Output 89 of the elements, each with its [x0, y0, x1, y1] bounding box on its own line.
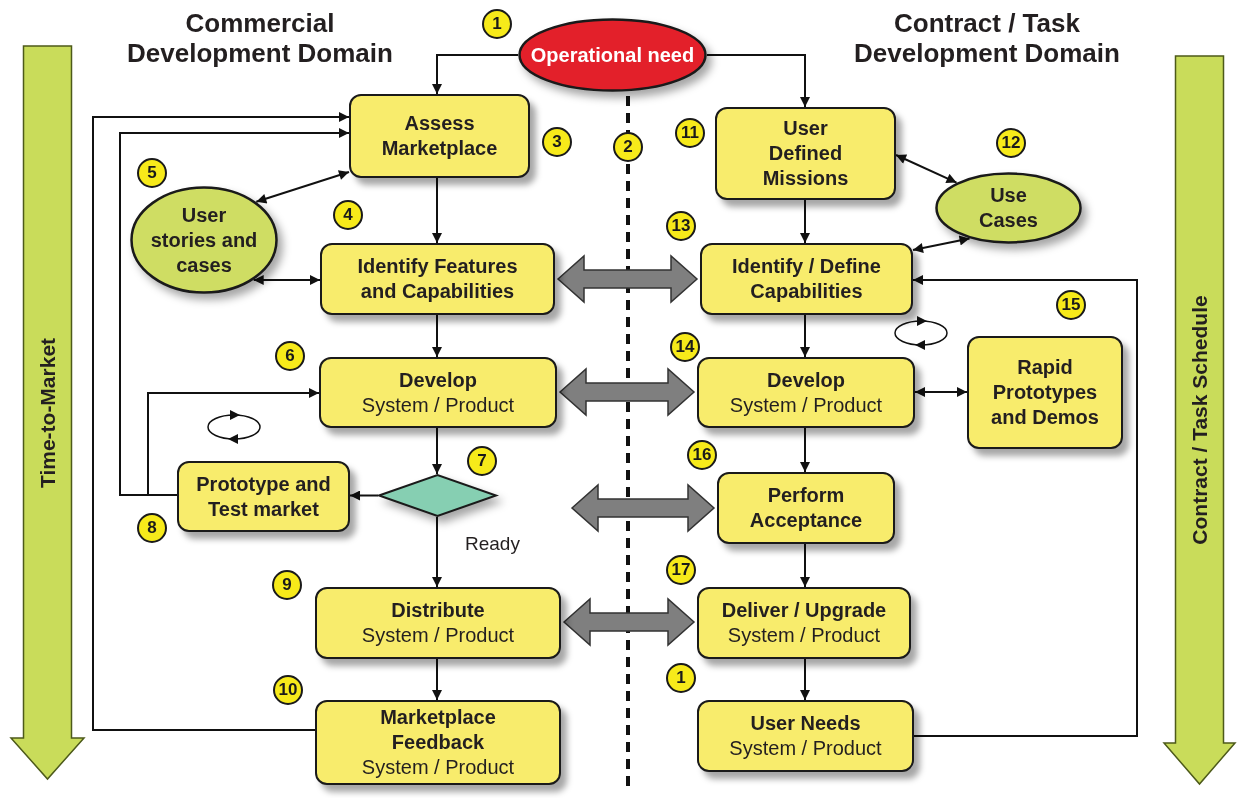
node-title: Operational need — [530, 42, 695, 68]
callout-number: 11 — [675, 118, 705, 148]
node-title: User stories and cases — [149, 202, 259, 278]
process-box — [697, 587, 911, 659]
process-box — [700, 243, 913, 315]
arrow — [912, 235, 971, 253]
process-box — [697, 700, 914, 772]
callout-number: 2 — [613, 132, 643, 162]
process-box — [319, 357, 557, 428]
process-box — [697, 357, 915, 428]
arrow — [432, 427, 442, 475]
arrow — [800, 543, 810, 588]
arrow — [349, 490, 379, 501]
callout-number: 12 — [996, 128, 1026, 158]
arrow — [92, 112, 350, 731]
arrow — [432, 314, 442, 358]
double-block-arrow — [556, 254, 699, 304]
double-block-arrow — [558, 367, 696, 417]
node-title: Deliver / Upgrade — [721, 598, 887, 623]
node-title: Develop — [767, 367, 845, 393]
node-title: Rapid Prototypes and Demos — [990, 355, 1100, 430]
arrow — [895, 154, 958, 184]
schedule-arrow — [10, 45, 85, 780]
process-box — [349, 94, 530, 178]
domain-heading: Contract / Task Development Domain — [853, 8, 1121, 68]
callout-number: 4 — [333, 200, 363, 230]
node-title: Prototype and Test market — [195, 471, 332, 522]
arrow — [432, 177, 442, 244]
double-block-arrow — [570, 483, 716, 533]
process-box — [967, 336, 1123, 449]
ellipse-node — [518, 18, 707, 92]
arrow-label: Time-to-Market — [35, 337, 60, 488]
arrow-label: Contract / Task Schedule — [1187, 295, 1212, 545]
schedule-arrow — [1163, 55, 1236, 785]
callout-number: 17 — [666, 555, 696, 585]
process-box — [177, 461, 350, 532]
arrow — [432, 516, 442, 588]
node-title: User Needs — [750, 711, 861, 736]
node-title: Use Cases — [978, 183, 1039, 233]
arrow — [706, 54, 810, 108]
process-box — [715, 107, 896, 200]
arrow — [252, 275, 321, 285]
node-subtitle: System / Product — [361, 623, 515, 648]
arrow — [912, 275, 1138, 737]
arrow — [147, 388, 320, 496]
decision-diamond — [378, 474, 497, 517]
arrow — [432, 658, 442, 701]
process-box — [315, 587, 561, 659]
callout-number: 5 — [137, 158, 167, 188]
arrow — [800, 314, 810, 358]
callout-number: 9 — [272, 570, 302, 600]
callout-number: 16 — [687, 440, 717, 470]
arrow — [800, 658, 810, 701]
callout-number: 8 — [137, 513, 167, 543]
node-title: Assess Marketplace — [380, 111, 499, 161]
process-box — [320, 243, 555, 315]
node-subtitle: System / Product — [729, 736, 882, 761]
node-title: Identify Features and Capabilities — [356, 254, 519, 304]
node-title: User Defined Missions — [761, 116, 850, 191]
arrow — [119, 128, 350, 496]
double-block-arrow — [562, 597, 696, 647]
node-title: Perform Acceptance — [748, 483, 864, 533]
arrow — [800, 199, 810, 244]
node-subtitle: System / Product — [727, 623, 881, 648]
callout-number: 3 — [542, 127, 572, 157]
callout-number: 1 — [482, 9, 512, 39]
ellipse-node — [130, 186, 278, 294]
node-subtitle: System / Product — [361, 755, 515, 780]
node-title: Identify / Define Capabilities — [731, 254, 882, 304]
node-subtitle: System / Product — [729, 392, 883, 418]
callout-number: 13 — [666, 211, 696, 241]
callout-number: 10 — [273, 675, 303, 705]
callout-number: 14 — [670, 332, 700, 362]
arrow — [255, 170, 350, 204]
callout-number: 15 — [1056, 290, 1086, 320]
node-title: Develop — [399, 367, 477, 393]
process-box — [717, 472, 895, 544]
node-title: Marketplace Feedback — [379, 705, 497, 755]
arrow — [800, 427, 810, 473]
process-box — [315, 700, 561, 785]
callout-number: 7 — [467, 446, 497, 476]
domain-heading: Commercial Development Domain — [126, 8, 394, 68]
callout-number: 1 — [666, 663, 696, 693]
node-subtitle: System / Product — [361, 392, 515, 418]
arrow — [432, 54, 519, 95]
node-title: Distribute — [391, 598, 485, 623]
arrow — [914, 387, 968, 397]
ellipse-node — [935, 172, 1082, 244]
callout-number: 6 — [275, 341, 305, 371]
